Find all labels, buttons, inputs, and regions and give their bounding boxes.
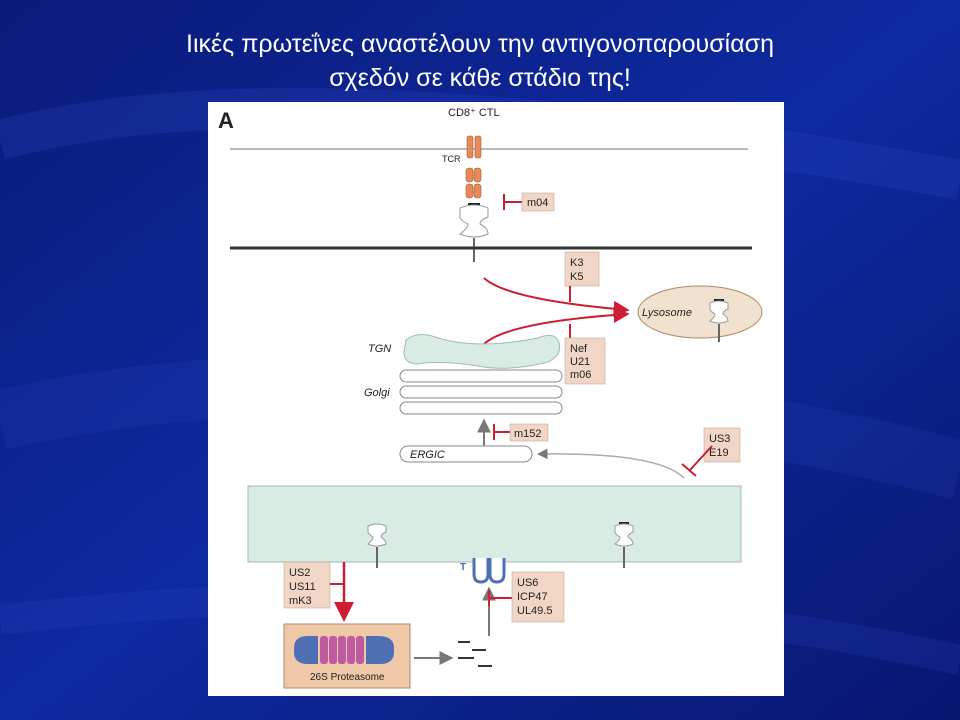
ul495-label: UL49.5 xyxy=(517,605,552,617)
u21-label: U21 xyxy=(570,356,590,368)
proteasome-label: 26S Proteasome xyxy=(310,672,385,683)
panel-letter: A xyxy=(218,108,234,133)
us2-us11-mk3-box xyxy=(283,561,331,609)
tap-label: T xyxy=(460,562,466,573)
us6-icp47-ul495-box xyxy=(511,571,565,623)
us11-label: US11 xyxy=(289,581,316,593)
surface-mhc-molecule xyxy=(459,203,489,262)
tgn-organelle xyxy=(403,334,561,369)
mk3-label: mK3 xyxy=(289,595,312,607)
golgi-cisterna-1 xyxy=(399,369,563,383)
figure-panel: A CD8⁺ CTL TCR m04 K3 K5 Lysosome Ne xyxy=(208,102,784,696)
k5-label: K5 xyxy=(570,271,583,283)
lysosome-mhc-molecule xyxy=(709,299,729,342)
nef-label: Nef xyxy=(570,343,588,355)
us6-label: US6 xyxy=(517,577,538,589)
slide-title-line-2: σχεδόν σε κάθε στάδιο της! xyxy=(329,64,631,92)
k3-k5-box xyxy=(564,251,600,287)
tcr-receptor xyxy=(465,135,482,199)
lysosome-label: Lysosome xyxy=(642,307,692,319)
mhc-pathway-diagram: A CD8⁺ CTL TCR m04 K3 K5 Lysosome Ne xyxy=(218,107,763,689)
er-mhc-molecule-1 xyxy=(367,523,387,568)
m06-label: m06 xyxy=(570,369,591,381)
m04-label: m04 xyxy=(527,197,548,209)
us2-label: US2 xyxy=(289,567,310,579)
slide-title-line-1: Ιικές πρωτεΐνες αναστέλουν την αντιγονοπ… xyxy=(186,30,774,58)
m152-label: m152 xyxy=(514,428,542,440)
m04-box xyxy=(521,192,555,212)
er-mhc-molecule-2 xyxy=(614,522,634,568)
lysosome xyxy=(637,285,763,339)
nef-u21-m06-box xyxy=(564,337,606,385)
k3-label: K3 xyxy=(570,257,583,269)
tcr-label: TCR xyxy=(442,154,461,164)
us3-label: US3 xyxy=(709,433,730,445)
us3-e19-inhibition-line xyxy=(689,445,713,471)
us3-e19-inhibition-bar xyxy=(681,463,697,477)
us3-e19-box xyxy=(703,427,741,463)
icp47-label: ICP47 xyxy=(517,591,548,603)
proteasome-shape xyxy=(294,636,394,664)
endoplasmic-reticulum xyxy=(247,485,742,563)
golgi-cisterna-2 xyxy=(399,385,563,399)
tgn-to-lysosome-arrow xyxy=(483,306,630,345)
tgn-label: TGN xyxy=(368,343,391,355)
er-to-ergic-arrow xyxy=(536,448,685,479)
peptide-fragments xyxy=(458,641,492,667)
m152-box xyxy=(509,423,549,442)
ergic-label: ERGIC xyxy=(410,449,445,461)
cd8-ctl-label: CD8⁺ CTL xyxy=(448,107,500,119)
endocytosis-arrow xyxy=(483,277,630,317)
ergic-organelle xyxy=(399,445,533,463)
tap-transporter xyxy=(472,558,506,584)
e19-label: E19 xyxy=(709,447,729,459)
golgi-cisterna-3 xyxy=(399,401,563,415)
golgi-label: Golgi xyxy=(364,387,390,399)
